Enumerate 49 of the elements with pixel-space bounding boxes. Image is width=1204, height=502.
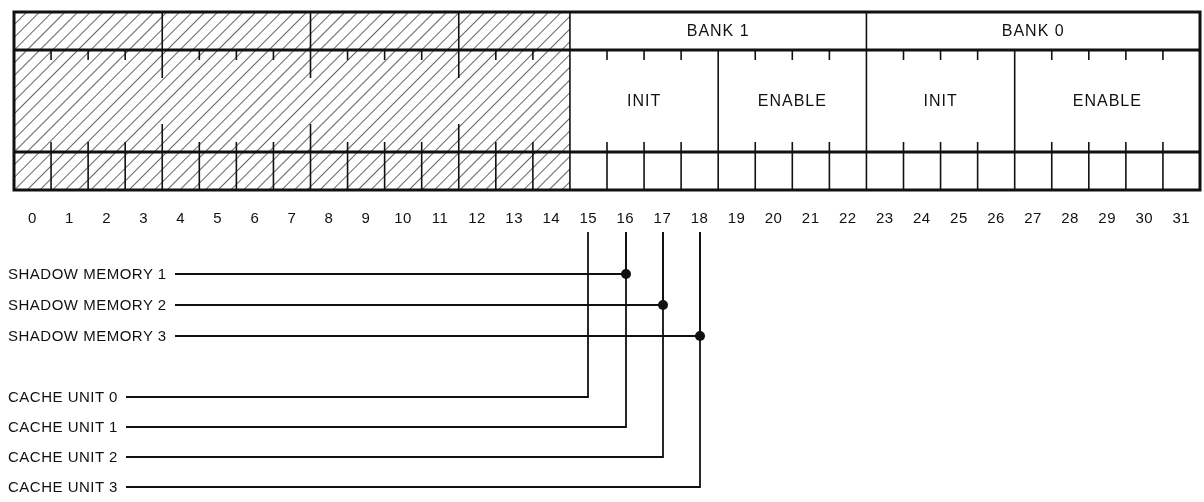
bit-number: 13 (505, 209, 524, 227)
bit-number: 4 (176, 209, 186, 227)
leader-line (125, 231, 664, 458)
bit-number: 3 (139, 209, 149, 227)
signal-label: SHADOW MEMORY 2 (8, 296, 167, 314)
bit-number: 18 (690, 209, 709, 227)
signal-label: CACHE UNIT 0 (8, 388, 118, 406)
bit-field: INIT (572, 53, 716, 149)
bit-number: 31 (1172, 209, 1191, 227)
bit-field: ENABLE (721, 53, 864, 149)
leader-line (125, 231, 627, 428)
signal-label: CACHE UNIT 3 (8, 478, 118, 496)
bit-number: 1 (65, 209, 74, 227)
leader-line (125, 231, 589, 398)
signal-label: CACHE UNIT 2 (8, 448, 118, 466)
bit-number: 12 (468, 209, 486, 227)
bit-number: 8 (324, 209, 334, 227)
bit-number: 27 (1024, 209, 1042, 227)
bit-number: 28 (1061, 209, 1079, 227)
bit-number: 15 (579, 209, 598, 227)
bit-number: 22 (838, 209, 857, 227)
bank-field: BANK 1 (572, 15, 864, 47)
bit-field: ENABLE (1017, 53, 1197, 149)
bit-number: 19 (727, 209, 746, 227)
bit-number: 6 (250, 209, 260, 227)
bit-number: 2 (102, 209, 111, 227)
bit-number: 10 (394, 209, 412, 227)
leader-line (125, 231, 701, 488)
signal-label: SHADOW MEMORY 3 (8, 327, 167, 345)
bit-number: 30 (1135, 209, 1154, 227)
bit-number: 9 (361, 209, 371, 227)
bit-number: 23 (875, 209, 894, 227)
signal-label: CACHE UNIT 1 (8, 418, 118, 436)
bit-number: 20 (764, 209, 783, 227)
signal-label: SHADOW MEMORY 1 (8, 265, 167, 283)
bank-field: BANK 0 (869, 15, 1197, 47)
bit-number: 7 (287, 209, 297, 227)
bit-number: 21 (801, 209, 820, 227)
bit-number: 11 (431, 209, 449, 227)
bit-number: 25 (950, 209, 968, 227)
bit-number: 29 (1098, 209, 1117, 227)
bit-number: 0 (28, 209, 37, 227)
bit-number: 24 (913, 209, 931, 227)
bit-field: INIT (869, 53, 1012, 149)
bit-number: 17 (653, 209, 672, 227)
bit-number: 14 (542, 209, 561, 227)
bit-number: 5 (213, 209, 223, 227)
bit-number: 16 (616, 209, 635, 227)
bit-number: 26 (987, 209, 1005, 227)
